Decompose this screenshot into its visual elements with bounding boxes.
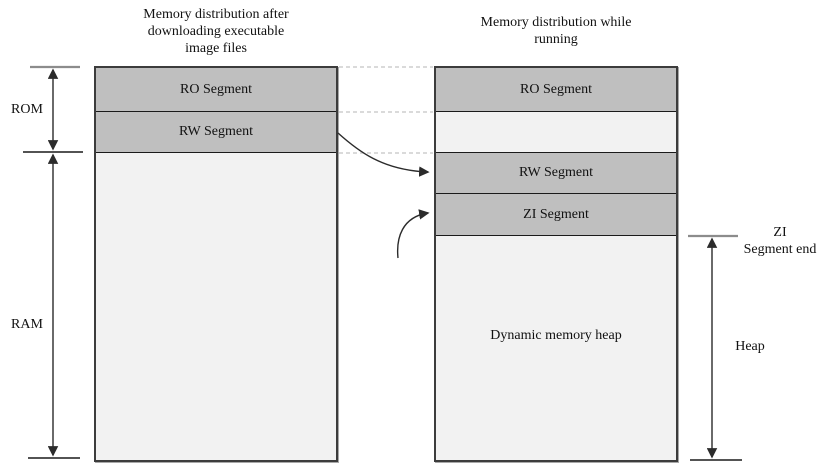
right-title-line-2: running [534, 32, 578, 47]
right-zi-segment-label: ZI Segment [523, 206, 589, 222]
zi-segment-end-line-1: ZI [773, 225, 787, 240]
left-free-ram-area [96, 153, 336, 460]
left-title-line-1: Memory distribution after [143, 7, 289, 22]
right-reserved-gap [436, 112, 676, 153]
right-heap-segment: Dynamic memory heap [436, 236, 676, 460]
rw-relocation-arrow [337, 132, 430, 177]
right-memory-column: RO Segment RW Segment ZI Segment Dynamic… [434, 66, 678, 462]
left-title-line-3: image files [185, 41, 247, 56]
zi-segment-end-label: ZI Segment end [726, 224, 829, 258]
right-rw-segment: RW Segment [436, 153, 676, 194]
zi-segment-end-line-2: Segment end [743, 242, 817, 257]
left-rw-segment: RW Segment [96, 112, 336, 153]
right-column-title: Memory distribution while running [434, 14, 678, 48]
left-column-title: Memory distribution after downloading ex… [94, 6, 338, 57]
left-memory-column: RO Segment RW Segment [94, 66, 338, 462]
right-title-line-1: Memory distribution while [480, 15, 632, 30]
zi-pointer-arrow [396, 209, 430, 259]
rom-label: ROM [11, 102, 43, 117]
right-ro-segment: RO Segment [436, 68, 676, 112]
left-ro-segment-label: RO Segment [180, 81, 252, 97]
left-title-line-2: downloading executable [147, 24, 285, 39]
right-ro-segment-label: RO Segment [520, 81, 592, 97]
left-ro-segment: RO Segment [96, 68, 336, 112]
ram-label: RAM [11, 317, 43, 332]
heap-label: Heap [735, 339, 765, 354]
right-zi-segment: ZI Segment [436, 194, 676, 236]
left-rw-segment-label: RW Segment [178, 124, 254, 139]
right-heap-segment-label: Dynamic memory heap [490, 328, 622, 343]
right-rw-segment-label: RW Segment [518, 165, 594, 180]
